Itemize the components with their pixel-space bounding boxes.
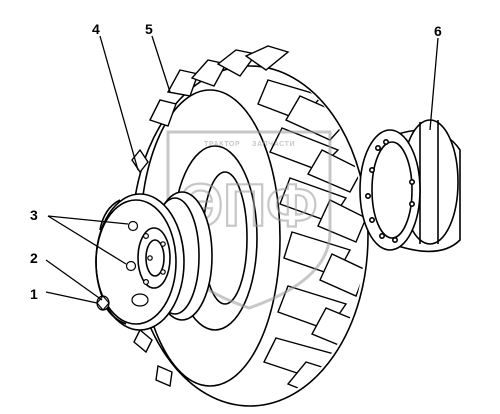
leader-3b — [47, 215, 127, 265]
leader-1 — [45, 291, 98, 304]
leader-4 — [99, 35, 139, 171]
callout-1: 1 — [30, 286, 38, 302]
callout-3: 3 — [30, 207, 38, 223]
leader-5 — [151, 35, 171, 93]
wheel-bolts — [125, 220, 166, 286]
callout-5: 5 — [145, 21, 153, 37]
bolt-upper — [127, 220, 139, 232]
leader-6 — [429, 37, 439, 131]
bolt-hole — [143, 233, 150, 240]
bolt-hole — [160, 241, 166, 247]
bolt-hole — [143, 279, 150, 286]
callout-2: 2 — [30, 250, 38, 266]
bolt-lower — [125, 260, 137, 272]
callout-6: 6 — [434, 23, 442, 39]
wheel-nut — [96, 295, 110, 311]
tire-top-lugs — [149, 45, 290, 127]
leader-lines — [45, 35, 439, 304]
leader-2 — [45, 259, 103, 301]
bolt-hole — [147, 255, 153, 261]
watermark-line2: ЗАПЧАСТИ — [252, 141, 295, 148]
valve-hole — [131, 293, 149, 307]
watermark-line1: ТРАКТОР — [204, 141, 240, 148]
bolt-hole — [160, 269, 166, 275]
leader-3a — [47, 215, 129, 225]
callout-4: 4 — [92, 21, 100, 37]
wheel-disc — [95, 191, 213, 331]
spacer-ring — [359, 119, 461, 253]
